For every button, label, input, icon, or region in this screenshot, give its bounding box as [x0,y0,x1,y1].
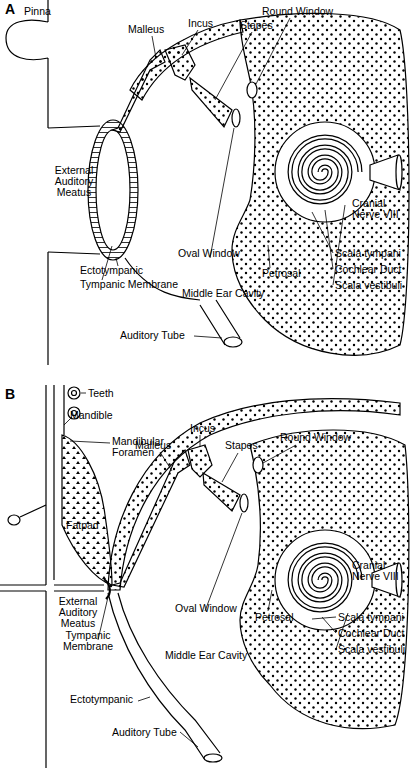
panel-letter: A [5,2,25,17]
tooth-pulp [72,391,77,396]
part-label: Middle Ear Cavity [182,288,282,299]
cochlear-spiral [290,545,360,610]
tympanic-membrane [96,130,130,250]
part-label: Oval Window [175,603,245,614]
stapes-bone [190,78,232,127]
head-outline [45,385,46,768]
leader-line [200,435,201,447]
petrosal-bone [232,13,409,355]
head-outline [6,0,48,365]
part-label: Petrosal [262,268,312,279]
part-label: Cochlear Duct [338,628,416,639]
stapes-bone [203,473,240,511]
leader-line [81,393,86,394]
part-label: Oval Window [178,248,248,259]
oval-window [232,109,240,127]
part-label: Stapes [240,20,285,31]
part-label: Middle Ear Cavity [165,650,275,661]
part-label: Round Window [262,6,342,17]
part-label: Pinna [24,6,64,17]
part-label: Scala vestibuli [338,644,416,655]
cochlear-duct [290,137,360,202]
part-label: Malleus [135,440,185,451]
leader-line [268,245,270,268]
cochlear-spiral [290,137,360,202]
leader-line [160,452,172,471]
part-label: Round Window [280,432,360,443]
leader-line [182,30,198,55]
panel-a [6,0,409,365]
nerve-ganglion [8,515,20,525]
part-label: Cranial Nerve VIII [352,560,414,582]
nerve-end [396,155,402,189]
part-label: Petrosal [255,612,305,623]
part-label: Auditory Tube [120,330,200,341]
part-label: Cochlear Duct [335,264,415,275]
part-label: Scala tympani [335,248,415,259]
part-label: External Auditory Meatus [49,165,99,198]
part-label: Ectotympanic [80,265,160,276]
tube-opening [224,337,242,347]
leader-line [325,210,333,269]
part-label: Scala vestibuli [335,280,415,291]
panel-letter: B [5,387,25,402]
part-label: Tympanic Membrane [80,279,180,290]
leader-lines-a [102,18,345,338]
malleus-bone [112,450,190,587]
part-label: External Auditory Meatus [50,596,106,629]
leader-line [194,336,222,338]
incus-bone [165,45,195,80]
cochlear-duct [290,545,360,610]
part-label: Tympanic Membrane [60,630,116,652]
incus-bone [188,445,212,477]
leader-line [268,590,272,611]
leader-line [205,513,242,611]
part-label: Mandible [70,410,130,421]
round-window [253,457,263,473]
part-label: Incus [190,423,230,434]
leader-line [180,732,198,747]
ectotympanic-ring [88,120,138,260]
tooth [68,387,80,399]
round-window [247,82,257,98]
leader-lines-b [64,393,348,747]
leader-line [322,617,336,633]
part-label: Ectotympanic [70,694,140,705]
leader-line [222,453,238,482]
tube-opening [204,754,222,762]
part-label: Malleus [128,24,178,35]
part-label: Incus [188,18,228,29]
part-label: Scala tympani [338,612,416,623]
leader-line [70,441,110,443]
nerve-branch [20,505,46,517]
leader-line [210,128,234,258]
malleus-bone [112,50,165,132]
part-label: Stapes [225,440,270,451]
leader-line [263,445,296,463]
part-label: Cranial Nerve VIII [352,198,414,220]
ear-canal [0,585,104,591]
oval-window [240,494,248,512]
part-label: Fatpad [66,520,111,531]
leader-line [138,697,150,701]
fatpad [62,435,112,585]
leader-line [215,32,252,100]
part-label: Auditory Tube [112,727,192,738]
leader-line [152,36,156,58]
panel-b [0,385,409,768]
part-label: Teeth [88,388,128,399]
ectotympanic-wall [108,593,220,760]
